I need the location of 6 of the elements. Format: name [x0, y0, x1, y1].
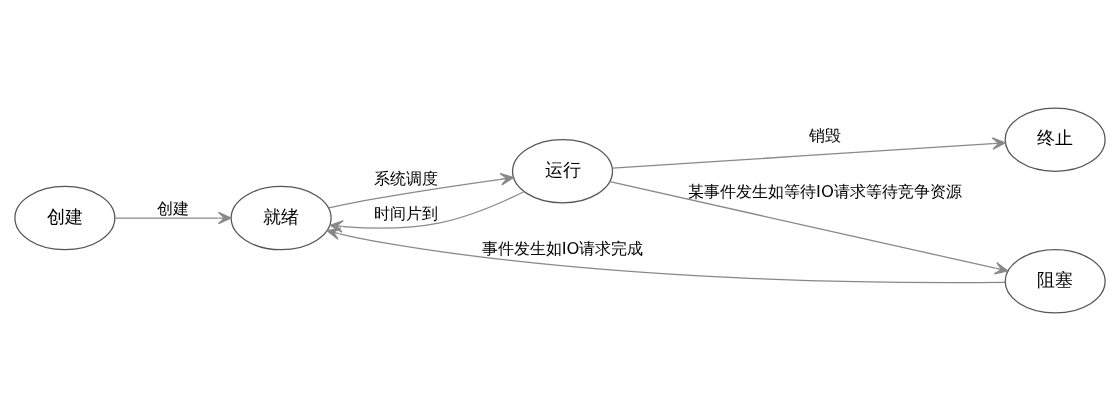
edge-label: 创建	[157, 198, 189, 218]
edge-label: 销毁	[808, 125, 841, 145]
edge-label: 时间片到	[373, 203, 438, 223]
edge-label: 某事件发生如等待IO请求等待竞争资源	[688, 181, 962, 201]
edge-label: 事件发生如IO请求完成	[481, 238, 644, 258]
edge-label: 系统调度	[373, 168, 438, 188]
